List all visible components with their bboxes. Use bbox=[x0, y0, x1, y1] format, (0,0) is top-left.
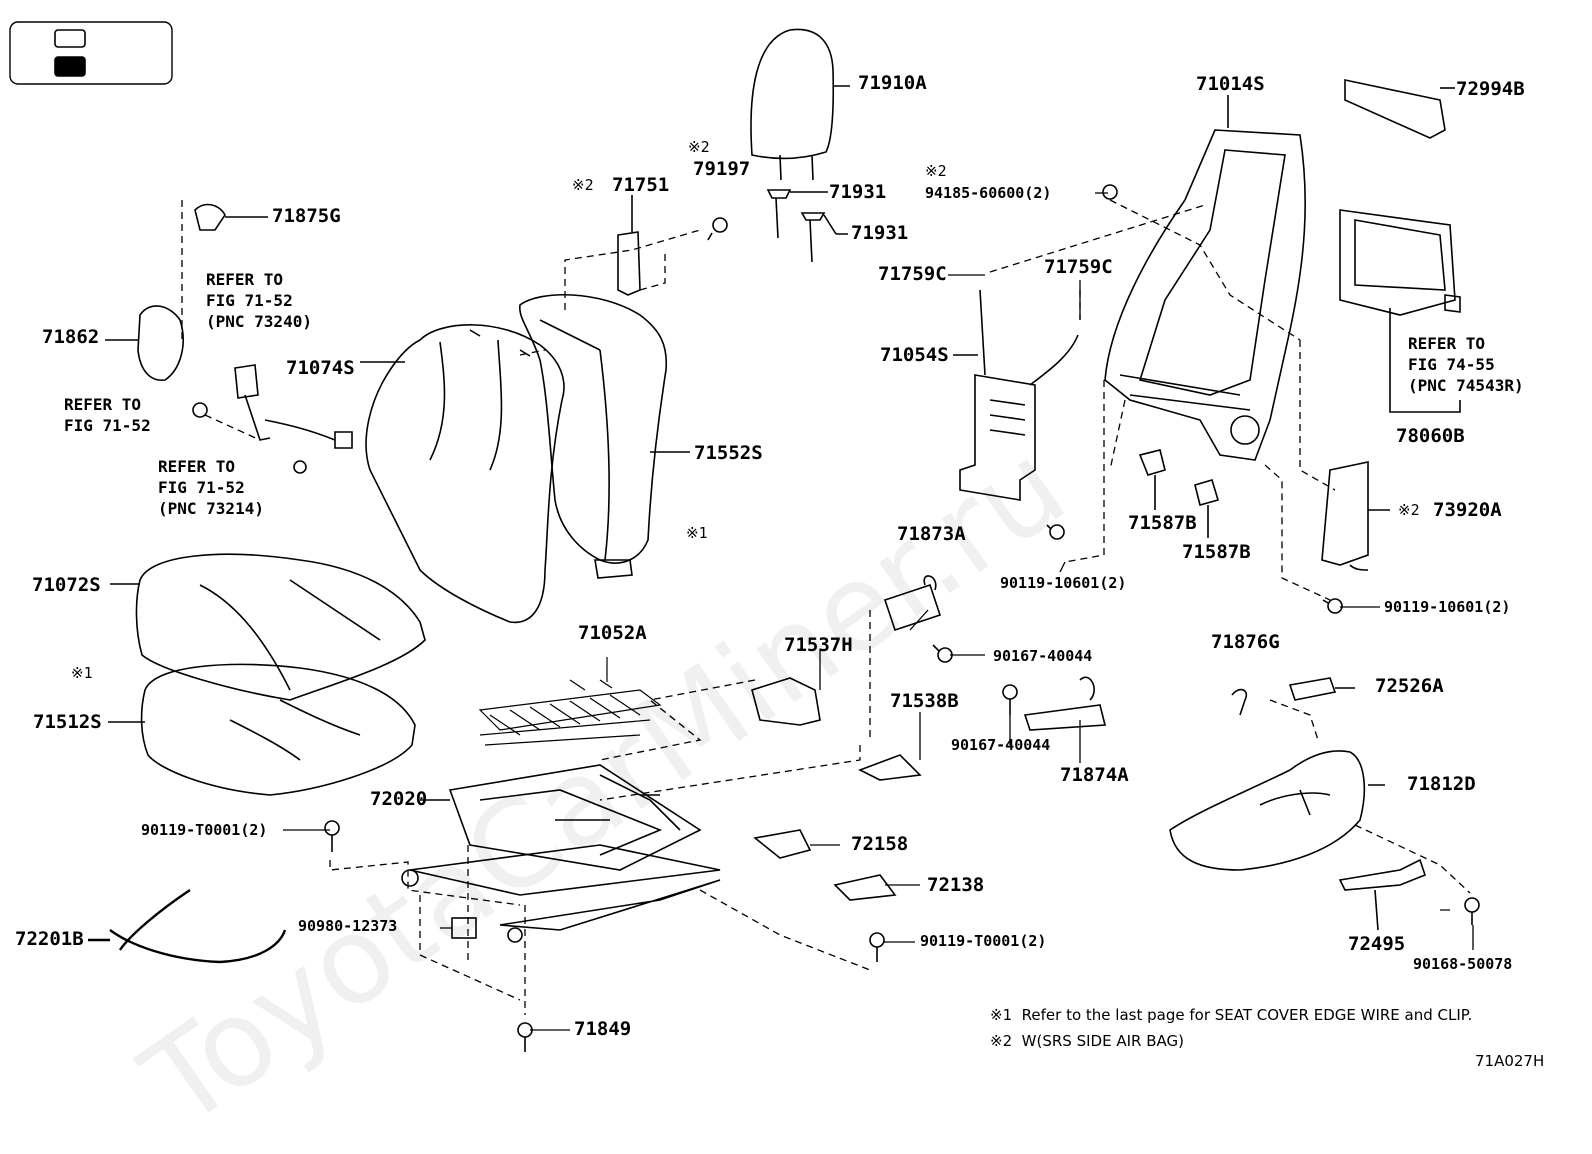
part-label-78060B[interactable]: 78060B bbox=[1396, 425, 1465, 447]
seat-side-shield-drawing bbox=[1169, 677, 1426, 931]
footnote-1: ※1 Refer to the last page for SEAT COVER… bbox=[990, 1006, 1473, 1024]
part-label-71537H[interactable]: 71537H bbox=[784, 634, 853, 656]
part-label-72020[interactable]: 72020 bbox=[370, 788, 428, 810]
footnote-2: ※2 W(SRS SIDE AIR BAG) bbox=[990, 1032, 1184, 1050]
part-label-71931-upper[interactable]: 71931 bbox=[829, 181, 887, 203]
airbag-bracket-drawing bbox=[617, 195, 641, 296]
part-label-90119-T0001-right[interactable]: 90119-T0001(2) bbox=[920, 932, 1047, 950]
part-label-71587B-right[interactable]: 71587B bbox=[1182, 541, 1251, 563]
cushion-spring-drawing bbox=[478, 657, 662, 746]
part-label-90119-10601-left[interactable]: 90119-10601(2) bbox=[1000, 574, 1127, 592]
seatback-pad-drawing bbox=[519, 293, 690, 579]
part-label-71074S[interactable]: 71074S bbox=[286, 357, 355, 379]
side-airbag-drawing bbox=[1321, 461, 1390, 571]
leader-lines bbox=[283, 192, 1474, 1031]
mark-2-94185: ※2 bbox=[925, 162, 947, 180]
mark-2-71751: ※2 bbox=[572, 176, 594, 194]
mark-2-79197: ※2 bbox=[688, 138, 710, 156]
part-label-90167-40044-lower[interactable]: 90167-40044 bbox=[951, 736, 1051, 754]
part-label-71873A[interactable]: 71873A bbox=[897, 523, 966, 545]
headrest-drawing bbox=[750, 28, 850, 181]
part-label-71751[interactable]: 71751 bbox=[612, 174, 670, 196]
part-label-72158[interactable]: 72158 bbox=[851, 833, 909, 855]
wire-harness-drawing bbox=[88, 889, 287, 964]
part-label-71054S[interactable]: 71054S bbox=[880, 344, 949, 366]
relation-lines bbox=[181, 199, 1471, 1015]
part-label-71875G[interactable]: 71875G bbox=[272, 205, 341, 227]
back-panel-drawing bbox=[1339, 79, 1461, 413]
part-label-72138[interactable]: 72138 bbox=[927, 874, 985, 896]
part-label-71874A[interactable]: 71874A bbox=[1060, 764, 1129, 786]
mark-1-lower: ※1 bbox=[71, 664, 93, 682]
part-label-71876G[interactable]: 71876G bbox=[1211, 631, 1280, 653]
refer-to-fig-71-52[interactable]: REFER TO FIG 71-52 bbox=[64, 395, 151, 435]
cushion-cover-drawing bbox=[110, 553, 426, 701]
part-label-72994B[interactable]: 72994B bbox=[1456, 78, 1525, 100]
seat-adjuster-drawing bbox=[401, 764, 721, 943]
part-label-71587B-left[interactable]: 71587B bbox=[1128, 512, 1197, 534]
part-label-71014S[interactable]: 71014S bbox=[1196, 73, 1265, 95]
part-label-71052A[interactable]: 71052A bbox=[578, 622, 647, 644]
refer-to-fig-74-55-pnc-74543r[interactable]: REFER TO FIG 74-55 (PNC 74543R) bbox=[1408, 334, 1524, 395]
part-label-72526A[interactable]: 72526A bbox=[1375, 675, 1444, 697]
seatback-frame-drawing bbox=[1104, 95, 1306, 461]
mark-1-upper: ※1 bbox=[686, 524, 708, 542]
part-label-90167-40044-upper[interactable]: 90167-40044 bbox=[993, 647, 1093, 665]
part-label-90168-50078[interactable]: 90168-50078 bbox=[1413, 955, 1513, 973]
part-label-73920A[interactable]: 73920A bbox=[1433, 499, 1502, 521]
mark-2-73920A: ※2 bbox=[1398, 501, 1420, 519]
lumbar-support-drawing bbox=[953, 289, 1079, 501]
part-label-71072S[interactable]: 71072S bbox=[32, 574, 101, 596]
seatback-cover-drawing bbox=[360, 324, 565, 624]
cushion-pad-drawing bbox=[108, 663, 416, 796]
part-label-90119-T0001-left[interactable]: 90119-T0001(2) bbox=[141, 821, 268, 839]
parts-diagram: ToyotaCarMiner.ru bbox=[9, 21, 1545, 1154]
part-label-71538B[interactable]: 71538B bbox=[890, 690, 959, 712]
clip-drawing bbox=[1138, 449, 1220, 538]
part-label-72495[interactable]: 72495 bbox=[1348, 933, 1406, 955]
headrest-guide-drawing bbox=[766, 189, 848, 263]
part-label-71862[interactable]: 71862 bbox=[42, 326, 100, 348]
part-label-71931-lower[interactable]: 71931 bbox=[851, 222, 909, 244]
part-label-71759C-left[interactable]: 71759C bbox=[878, 263, 947, 285]
part-label-71910A[interactable]: 71910A bbox=[858, 72, 927, 94]
figure-code: 71A027H bbox=[1475, 1052, 1545, 1070]
part-label-71759C-right[interactable]: 71759C bbox=[1044, 256, 1113, 278]
part-label-90980-12373[interactable]: 90980-12373 bbox=[298, 917, 398, 935]
part-label-79197[interactable]: 79197 bbox=[693, 158, 751, 180]
part-label-72201B[interactable]: 72201B bbox=[15, 928, 84, 950]
diagram-drawing bbox=[9, 21, 1480, 1052]
seatbelt-buckle-drawing bbox=[105, 203, 353, 449]
refer-to-fig-71-52-pnc-73240[interactable]: REFER TO FIG 71-52 (PNC 73240) bbox=[206, 270, 312, 331]
part-label-71849[interactable]: 71849 bbox=[574, 1018, 632, 1040]
part-label-94185-60600[interactable]: 94185-60600(2) bbox=[925, 184, 1052, 202]
seat-position-indicator-icon bbox=[9, 21, 173, 85]
part-label-90119-10601-right[interactable]: 90119-10601(2) bbox=[1384, 598, 1511, 616]
part-label-71512S[interactable]: 71512S bbox=[33, 711, 102, 733]
part-label-71812D[interactable]: 71812D bbox=[1407, 773, 1476, 795]
part-label-71552S[interactable]: 71552S bbox=[694, 442, 763, 464]
refer-to-fig-71-52-pnc-73214[interactable]: REFER TO FIG 71-52 (PNC 73214) bbox=[158, 457, 264, 518]
adjuster-small-parts-drawing bbox=[451, 575, 1107, 939]
